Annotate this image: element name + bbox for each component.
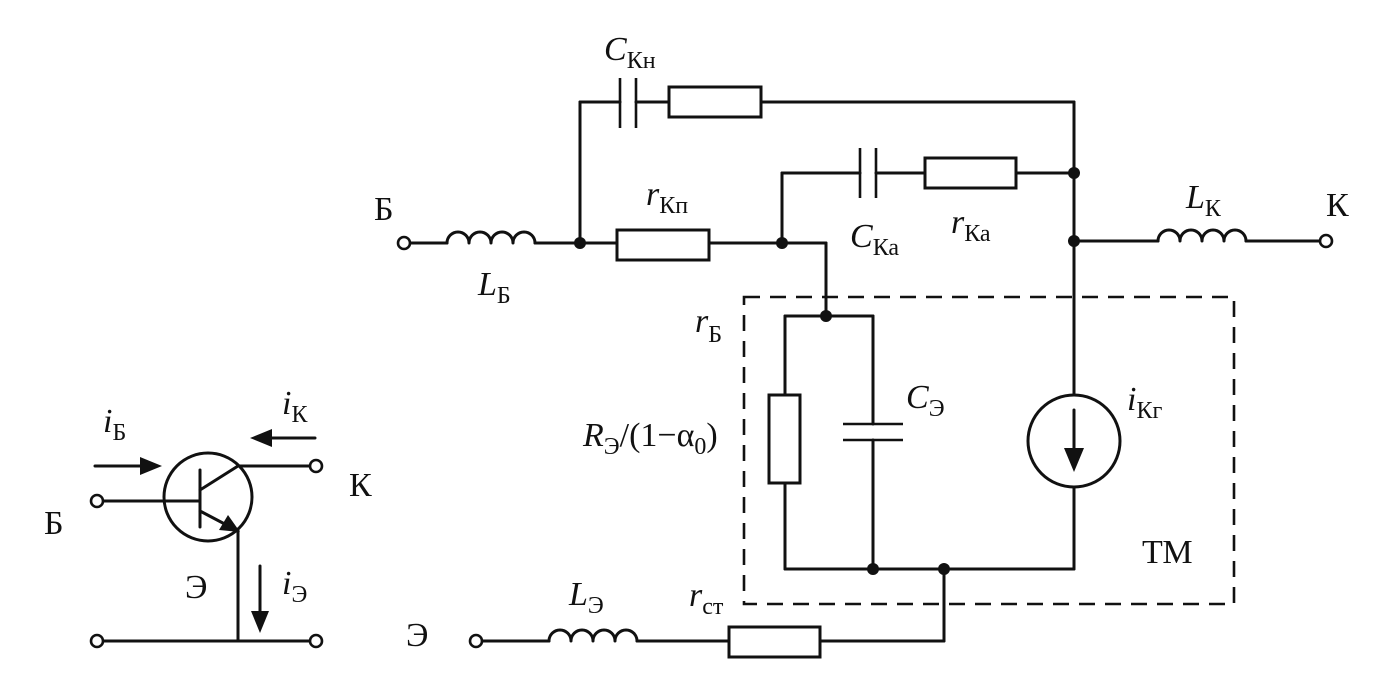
transistor-terminal-collector (308, 458, 324, 474)
label-l-k: LК (1185, 179, 1222, 222)
terminal-base (396, 235, 412, 251)
label-r-e-alpha: RЭ/(1−α0) (582, 417, 718, 460)
label-tm-block: ТМ (1142, 534, 1193, 571)
arrow-i-b (93, 457, 162, 475)
label-c-ka: CКа (850, 218, 899, 261)
resistor-r-ka (923, 156, 1018, 190)
transistor-terminal-bottom-right (308, 633, 324, 649)
label-r-b: rБ (695, 303, 722, 348)
current-source-i-kg (1026, 393, 1122, 489)
transistor-symbol: Б К Э iБ iК iЭ (44, 385, 372, 649)
emitter-wire (481, 567, 946, 643)
transistor-label-i-e: iЭ (282, 565, 307, 608)
equivalent-circuit: Б К Э CКн rКп CКа rКа LБ LК LЭ rБ rст CЭ… (374, 31, 1349, 659)
capacitor-c-e (843, 422, 903, 442)
capacitor-c-ka (858, 148, 878, 198)
transistor-terminal-bottom-left (89, 633, 105, 649)
label-l-e: LЭ (568, 576, 604, 619)
r-b-wire (780, 241, 828, 318)
resistor-r-e-alpha (767, 393, 802, 485)
label-i-kg: iКг (1127, 381, 1162, 424)
arrow-i-k (250, 429, 317, 447)
resistor-r-kp (615, 228, 711, 262)
transistor-label-base: Б (44, 505, 64, 542)
transistor-terminal-base (89, 493, 105, 509)
c-ka-branch (780, 171, 1076, 245)
label-c-kn: CКн (604, 31, 656, 74)
transistor-label-i-b: iБ (103, 403, 126, 446)
label-c-e: CЭ (906, 379, 945, 422)
label-terminal-collector: К (1326, 187, 1349, 224)
label-terminal-base: Б (374, 191, 394, 228)
inductor-l-k (1156, 228, 1248, 243)
junction-dots (574, 167, 1080, 575)
arrow-i-e (251, 564, 269, 633)
transistor-label-emitter: Э (185, 569, 207, 606)
label-r-st: rст (689, 577, 724, 620)
label-l-b: LБ (477, 266, 511, 309)
tm-boundary (742, 295, 1236, 606)
label-terminal-emitter: Э (406, 617, 428, 654)
transistor-label-collector: К (349, 467, 372, 504)
capacitor-c-kn (618, 78, 638, 128)
emitter-arrow (219, 515, 240, 532)
transistor-label-i-k: iК (282, 385, 308, 428)
c-kn-branch (578, 100, 1076, 397)
resistor-r-st (727, 625, 822, 659)
terminal-collector (1318, 233, 1334, 249)
label-r-ka: rКа (951, 204, 991, 247)
inductor-l-b (445, 230, 537, 245)
label-r-kp: rКп (646, 176, 688, 219)
resistor-c-kn-series (667, 85, 763, 119)
inductor-l-e (547, 628, 639, 643)
tm-network (783, 314, 1076, 571)
terminal-emitter (468, 633, 484, 649)
